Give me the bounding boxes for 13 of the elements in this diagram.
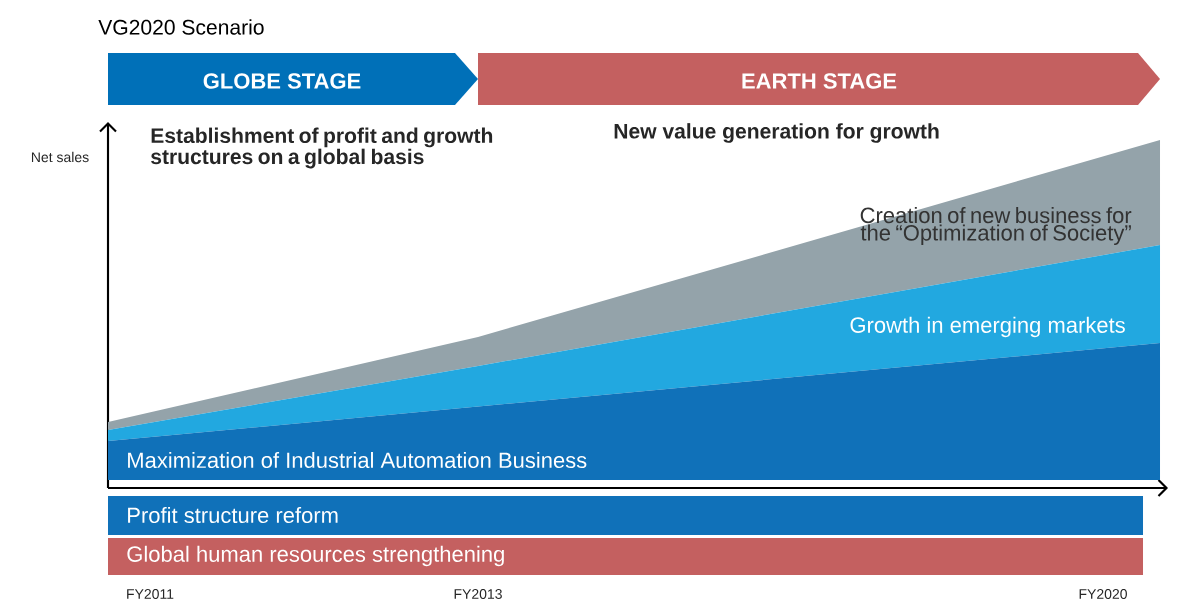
tick-label: FY2011 (127, 589, 174, 599)
area-band: Maximization of Industrial Automation Business (108, 343, 1160, 480)
strategy-bar: Global human resources strengthening (108, 538, 1143, 575)
strategy-bar: Profit structure reform (108, 496, 1143, 535)
stage-banner: EARTH STAGE (478, 53, 1160, 105)
tick-label: FY2020 (1079, 589, 1127, 599)
stage-description: Establishment of profit and growth structures on a global basis (151, 127, 493, 169)
axis-label: Net sales (31, 151, 89, 163)
stage-description: New value generation for growth (614, 123, 939, 143)
title: VG2020 Scenario (98, 19, 264, 35)
tick-label: FY2013 (454, 589, 502, 599)
area-band: Growth in emerging markets (108, 245, 1160, 441)
stage-banner: GLOBE STAGE (108, 53, 478, 105)
